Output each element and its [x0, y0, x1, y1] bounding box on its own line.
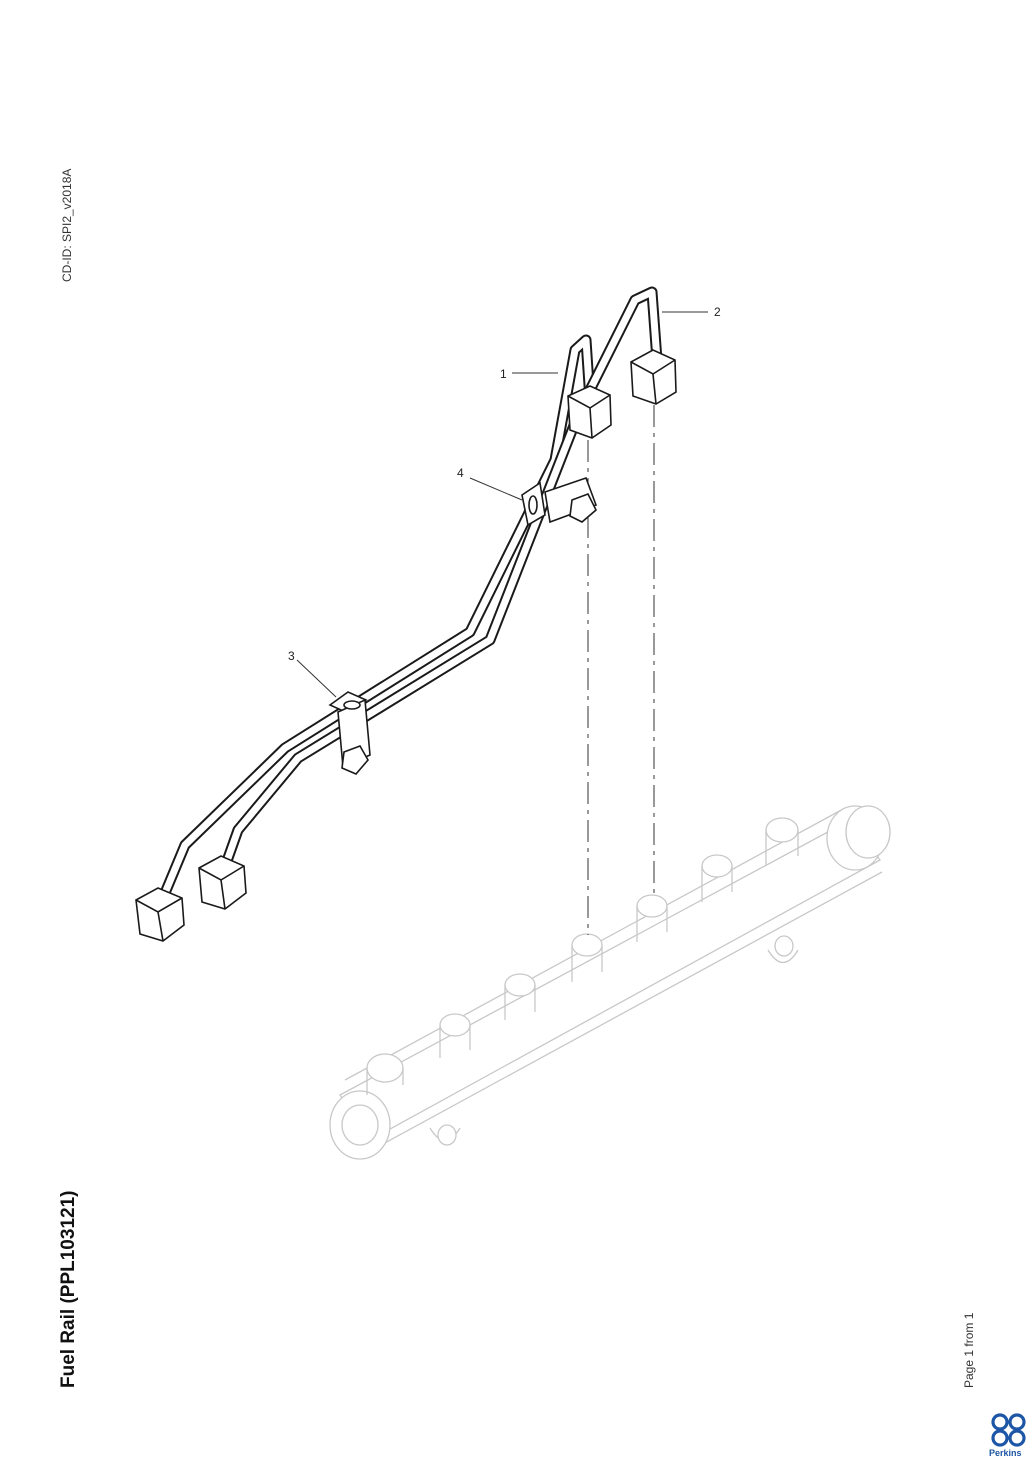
callout-4: 4	[457, 466, 464, 480]
fuel-pipes	[154, 286, 663, 911]
callout-2: 2	[714, 305, 721, 319]
callout-3: 3	[288, 649, 295, 663]
perkins-logo	[991, 1413, 1026, 1447]
fuel-pipe-1	[154, 334, 596, 911]
pipe-clamps	[328, 476, 598, 775]
callout-leaders	[296, 311, 708, 698]
assembly-lines	[587, 405, 655, 935]
perkins-wordmark: Perkins	[989, 1448, 1022, 1458]
fuel-rail-ghost	[329, 805, 891, 1160]
pipe-nuts	[135, 349, 677, 942]
callout-1: 1	[500, 367, 507, 381]
